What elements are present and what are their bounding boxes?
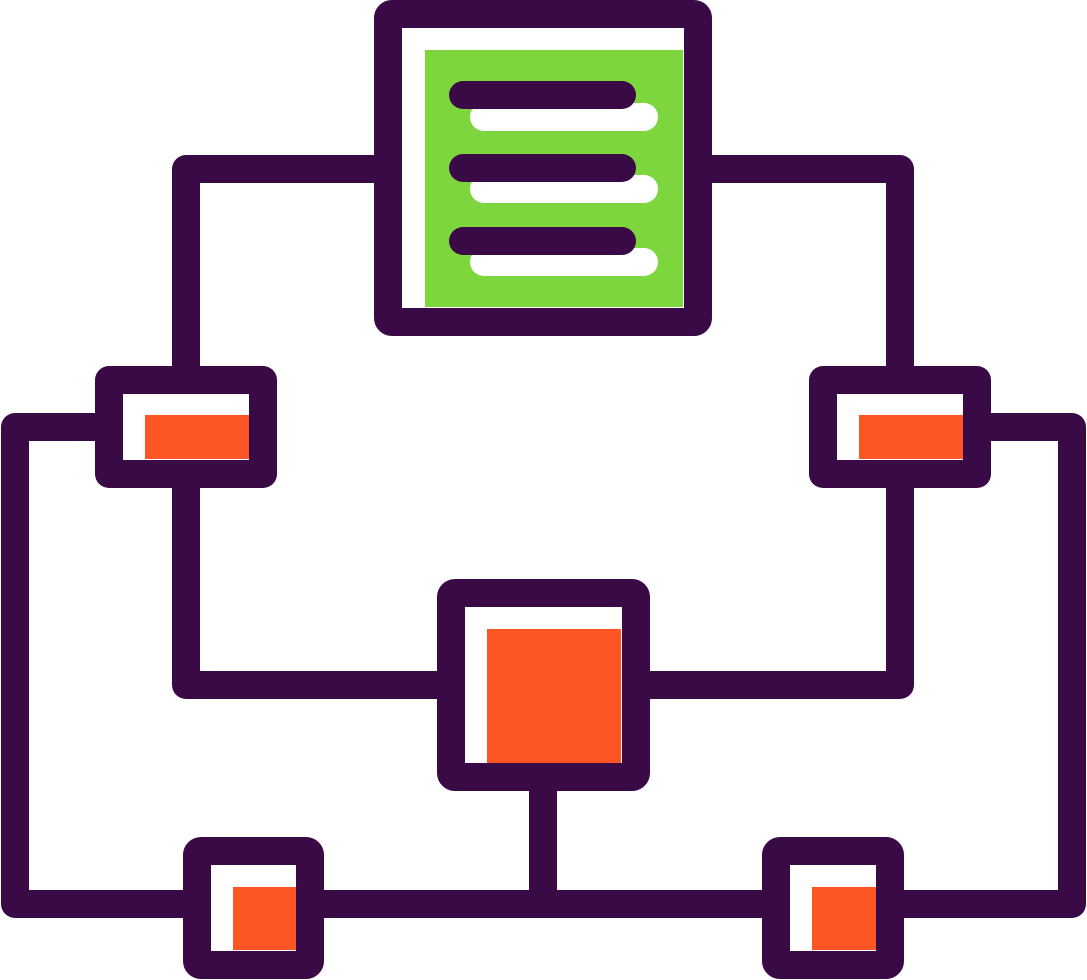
left-node-orange-fill [145,415,249,459]
right-node-orange-fill [859,415,963,459]
document-lines [449,81,658,276]
bottom-right-node-orange-fill [812,887,876,950]
connector-left-outer [1,413,211,918]
bottom-left-node-box [183,837,324,979]
connector-doc-right [684,155,914,394]
connector-right-center [622,460,914,699]
center-node-outline [437,579,650,791]
left-node-box [95,366,277,488]
document-box [374,0,712,336]
connector-doc-left [172,155,402,394]
right-node-outline [809,366,991,488]
center-node-orange-fill [487,629,621,763]
bottom-right-node-outline [762,837,904,979]
document-outline [374,0,712,336]
bottom-left-node-outline [183,837,324,979]
right-node-box [809,366,991,488]
connector-right-outer [876,413,1086,918]
center-node-box [437,579,650,791]
connector-lines [1,155,1086,918]
bottom-left-node-orange-fill [233,887,296,950]
connector-left-center [172,460,464,699]
bottom-right-node-box [762,837,904,979]
left-node-outline [95,366,277,488]
